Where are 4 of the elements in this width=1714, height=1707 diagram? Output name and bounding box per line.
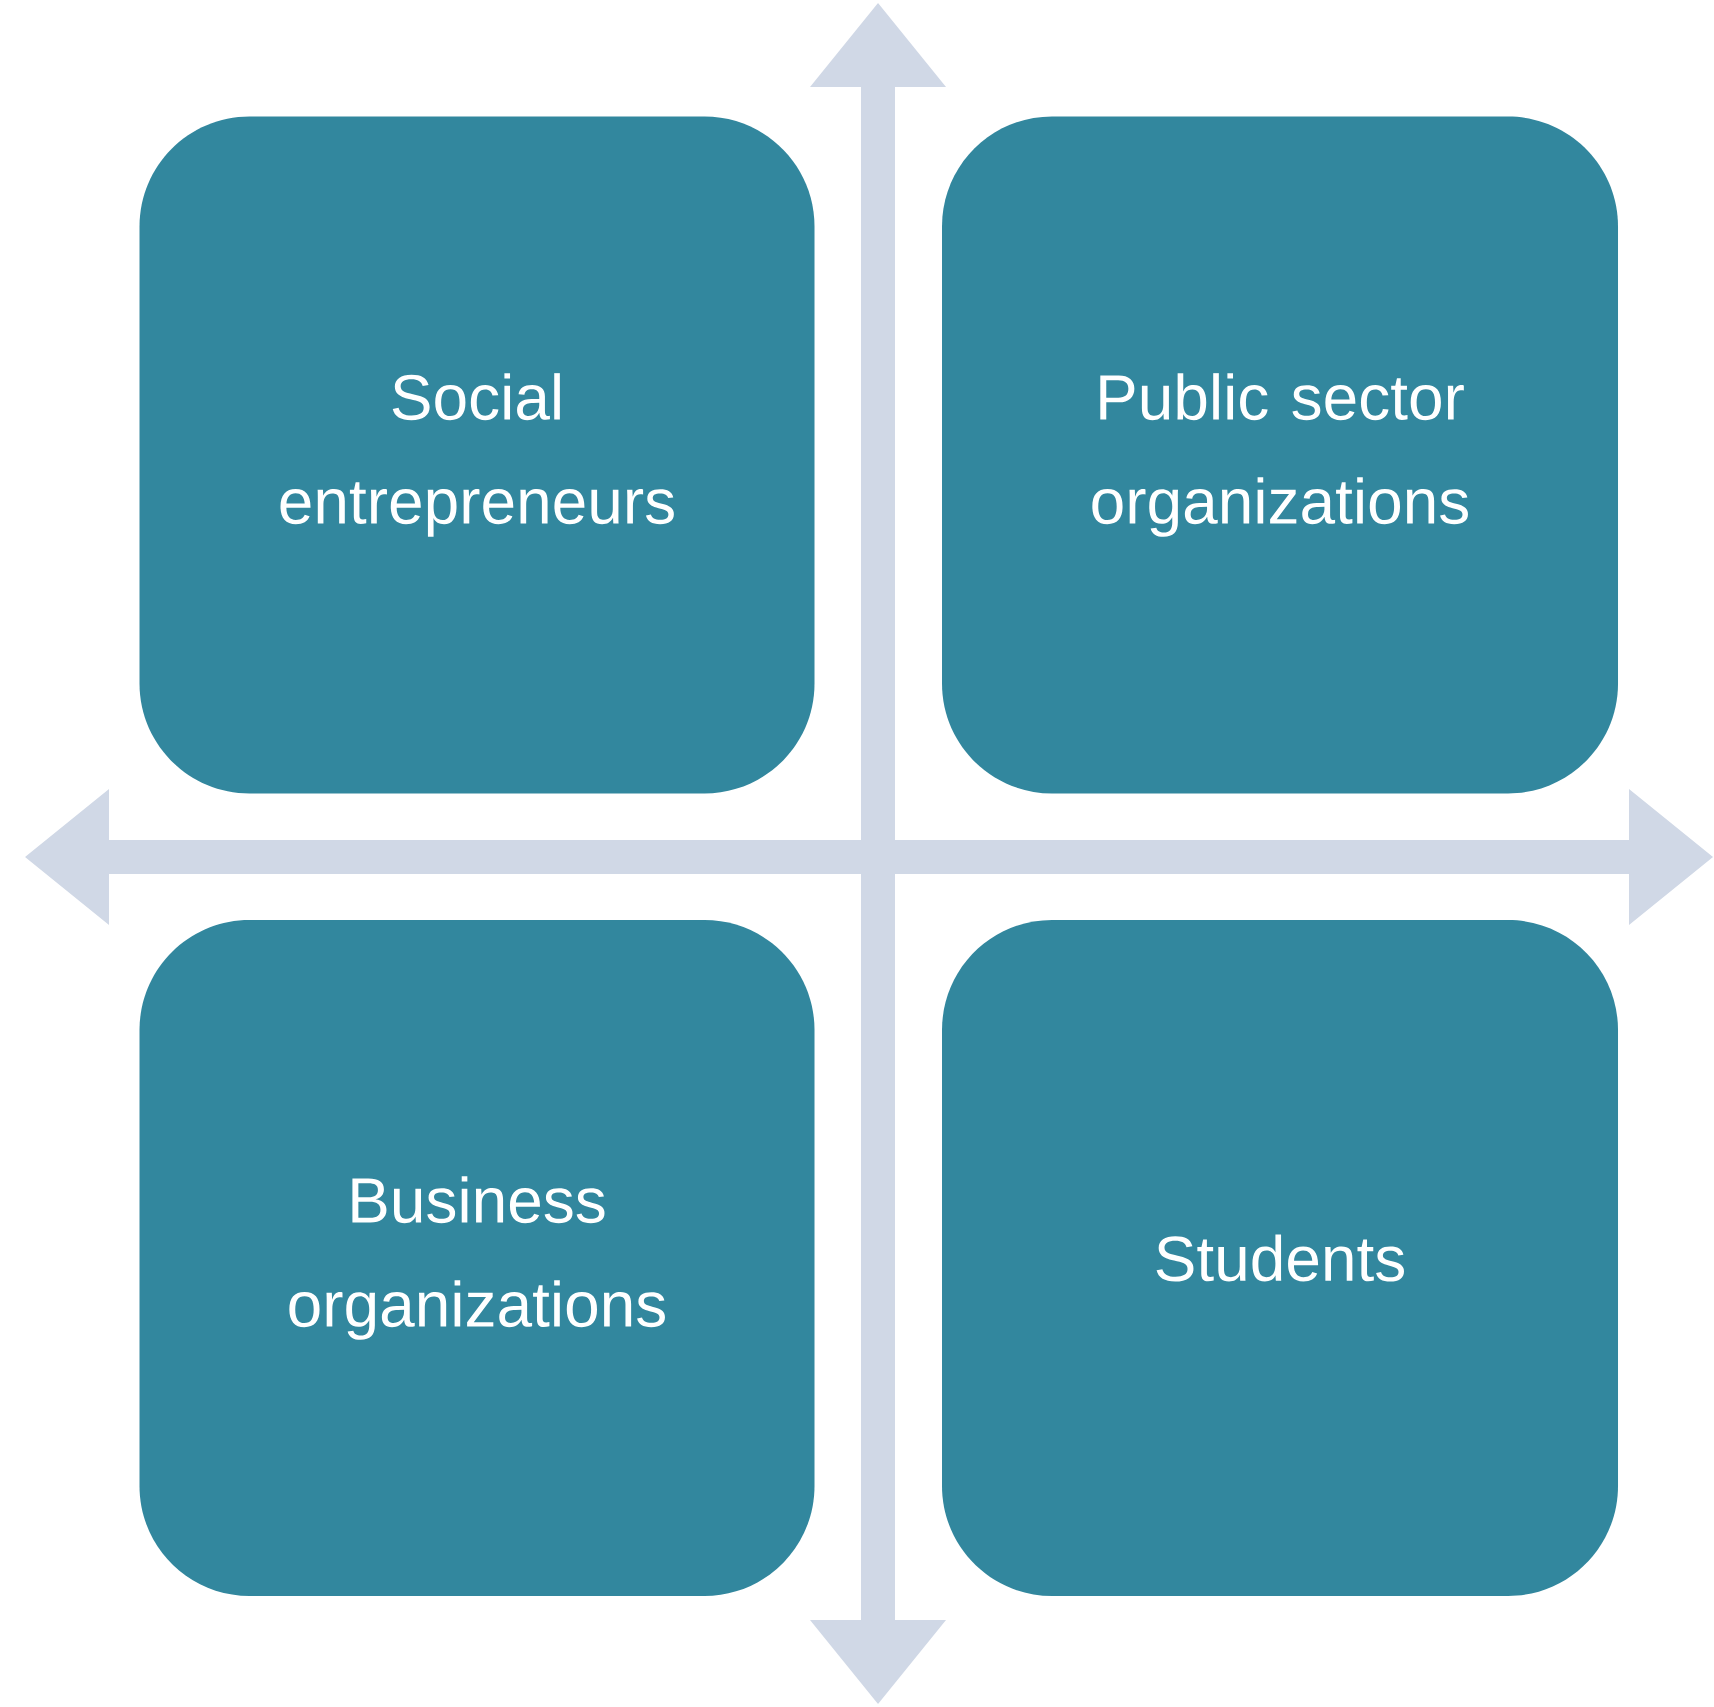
quadrant-box: Social entrepreneurs xyxy=(139,116,815,794)
quadrant-box: Public sector organizations xyxy=(942,116,1618,794)
quadrant-box: Business organizations xyxy=(139,920,815,1596)
quadrant-box: Students xyxy=(942,920,1618,1596)
